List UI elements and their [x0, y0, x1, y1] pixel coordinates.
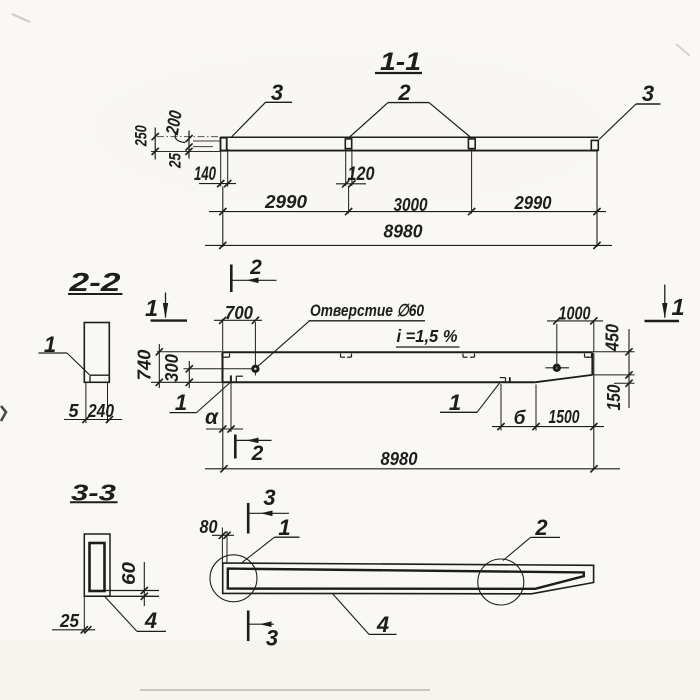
svg-text:i =1,5 %: i =1,5 % — [397, 326, 458, 346]
svg-text:300: 300 — [162, 354, 182, 382]
svg-text:25: 25 — [165, 153, 184, 169]
svg-text:1: 1 — [175, 390, 187, 415]
svg-text:60: 60 — [119, 562, 139, 585]
svg-text:2-2: 2-2 — [68, 267, 121, 297]
svg-text:4: 4 — [376, 612, 389, 637]
svg-text:3: 3 — [263, 485, 275, 510]
svg-text:8980: 8980 — [381, 448, 419, 469]
svg-text:240: 240 — [87, 401, 114, 421]
svg-text:120: 120 — [348, 164, 375, 185]
svg-text:2: 2 — [534, 515, 548, 540]
svg-text:3: 3 — [266, 626, 278, 651]
svg-text:5: 5 — [68, 401, 79, 421]
svg-text:2: 2 — [397, 80, 411, 105]
svg-text:700: 700 — [225, 303, 253, 323]
svg-text:α: α — [205, 406, 219, 429]
svg-text:140: 140 — [194, 164, 216, 185]
svg-text:150: 150 — [604, 385, 624, 411]
svg-text:1: 1 — [449, 390, 461, 415]
svg-text:2990: 2990 — [264, 191, 308, 212]
svg-text:1: 1 — [145, 295, 158, 321]
svg-text:3: 3 — [271, 80, 283, 105]
svg-text:2: 2 — [249, 256, 262, 279]
svg-text:3000: 3000 — [394, 194, 429, 215]
svg-text:200: 200 — [162, 109, 186, 137]
svg-text:250: 250 — [131, 125, 150, 147]
svg-text:80: 80 — [200, 517, 218, 537]
svg-text:2: 2 — [251, 442, 264, 465]
svg-text:8980: 8980 — [384, 221, 424, 242]
svg-text:Отверстие ∅60: Отверстие ∅60 — [310, 301, 424, 320]
svg-text:3: 3 — [642, 81, 654, 106]
svg-text:740: 740 — [134, 350, 154, 381]
svg-text:1000: 1000 — [559, 304, 591, 324]
svg-text:450: 450 — [602, 324, 622, 352]
svg-text:1: 1 — [671, 294, 684, 320]
svg-text:25: 25 — [59, 611, 80, 631]
svg-text:б: б — [514, 408, 527, 429]
svg-text:1: 1 — [44, 332, 56, 357]
svg-text:1: 1 — [278, 515, 290, 540]
svg-text:4: 4 — [144, 608, 157, 633]
svg-text:1500: 1500 — [549, 407, 580, 427]
svg-text:2990: 2990 — [514, 192, 553, 213]
svg-text:3-3: 3-3 — [71, 480, 116, 506]
svg-text:1-1: 1-1 — [380, 48, 421, 76]
